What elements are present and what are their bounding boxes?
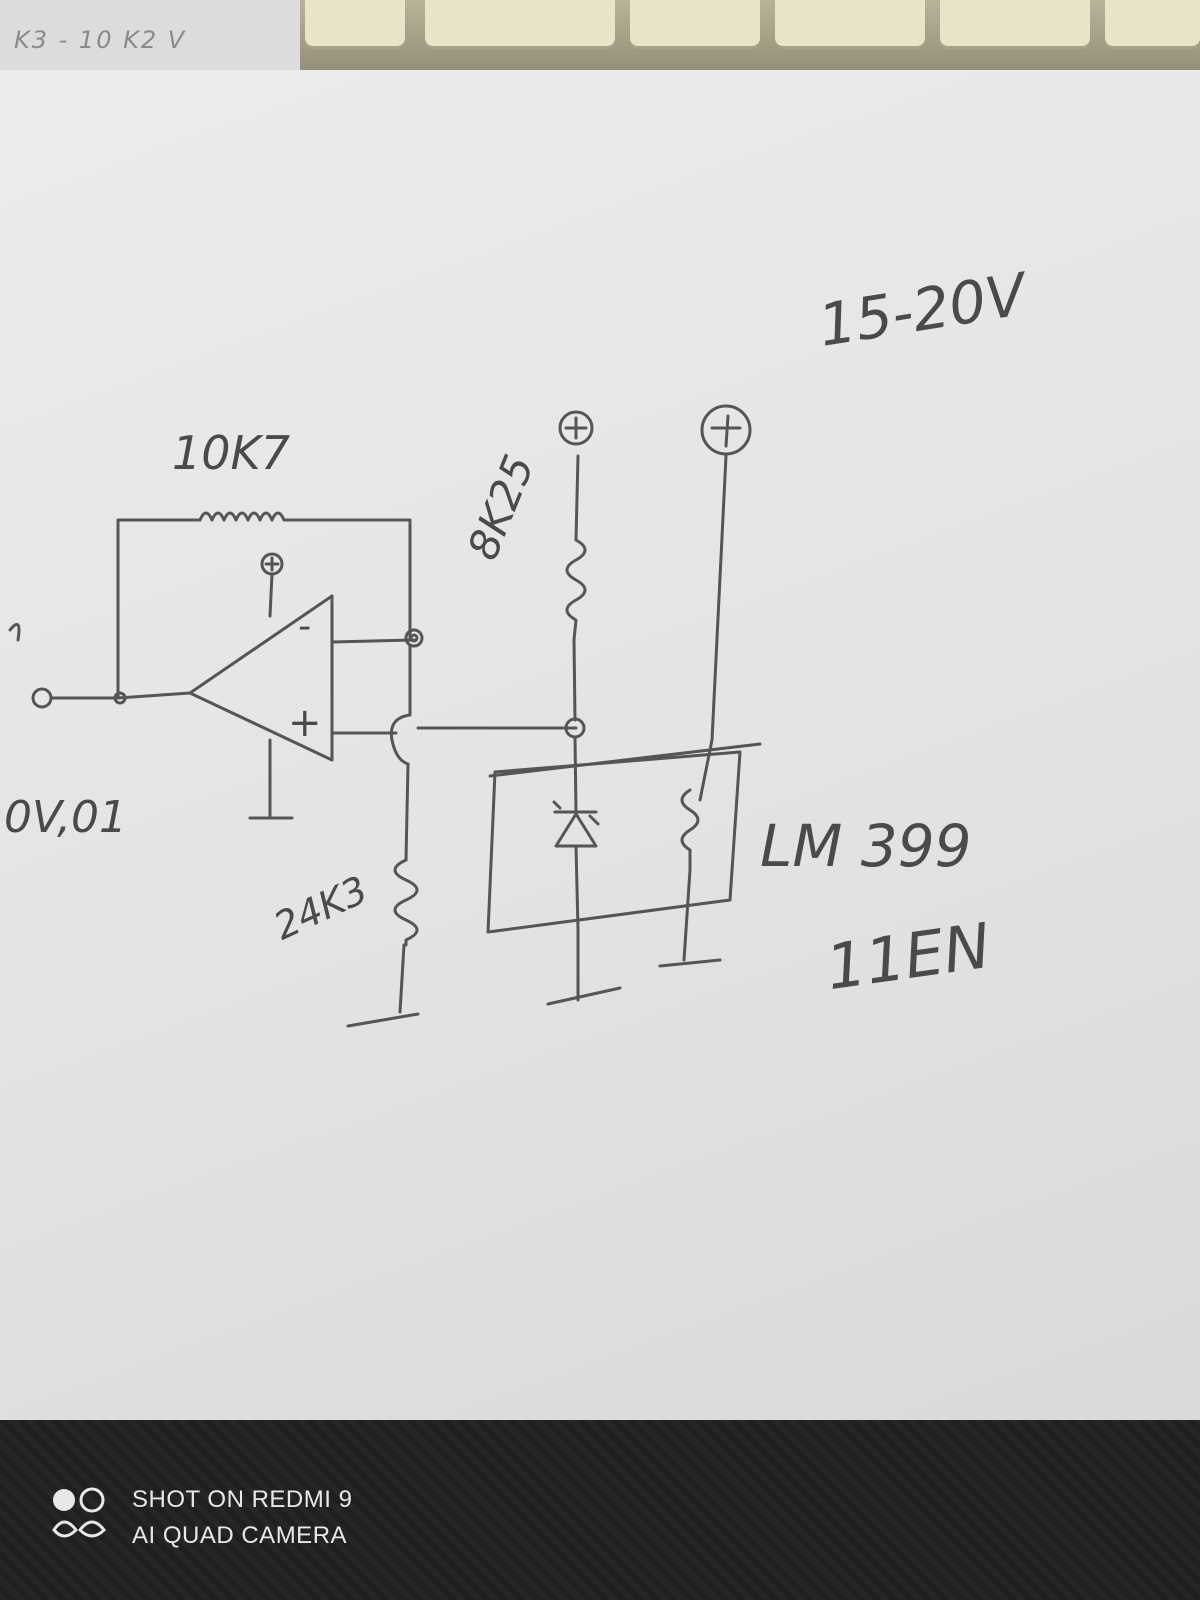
ground-resistor <box>393 858 419 947</box>
pullup-wire-top <box>574 454 580 542</box>
supply-terminal-2 <box>700 404 752 456</box>
heater-wire-bottom <box>682 868 692 962</box>
pullup-resistor <box>565 538 587 642</box>
ground-symbol-left <box>346 1012 420 1028</box>
background-paper-note: K3 - 10 K2 V <box>0 0 300 74</box>
keyboard-key <box>630 0 760 46</box>
opamp-body <box>188 594 334 762</box>
camera-logo-icon <box>52 1487 106 1538</box>
inverting-input-wire <box>330 638 416 644</box>
lm399-box <box>486 742 762 934</box>
input-terminal <box>8 622 53 709</box>
zener-diode <box>552 800 600 848</box>
watermark-line2: AI QUAD CAMERA <box>132 1522 348 1549</box>
output-wire <box>330 726 578 735</box>
crossover-hop <box>389 713 412 766</box>
keyboard-key <box>305 0 405 46</box>
ic-name-label: LM 399 <box>760 812 972 880</box>
pullup-wire-bottom <box>572 638 577 722</box>
keyboard-key <box>940 0 1090 46</box>
ground-symbol-middle <box>546 986 622 1006</box>
keyboard-key <box>775 0 925 46</box>
opamp-plus-sign: + <box>288 700 322 746</box>
zener-wire-top <box>573 736 578 814</box>
feedback-resistor-label: 10K7 <box>172 426 290 480</box>
background-note-text: K3 - 10 K2 V <box>14 26 187 54</box>
watermark-line1: SHOT ON REDMI 9 <box>132 1486 353 1513</box>
feedback-node <box>404 628 424 648</box>
ground-resistor-wire <box>398 943 406 1014</box>
input-node <box>113 691 127 705</box>
keyboard-background: K3 - 10 K2 V <box>0 0 1200 80</box>
input-voltage-label: 0V,01 <box>4 792 128 843</box>
opamp-supply-terminal <box>260 552 284 618</box>
supply-terminal-1 <box>558 410 594 446</box>
zener-wire-bottom <box>574 844 580 1002</box>
ground-symbol-right <box>658 958 722 968</box>
keyboard-key <box>425 0 615 46</box>
feedback-resistor <box>198 511 412 642</box>
paper-sheet <box>0 70 1200 1450</box>
divider-wire-lower <box>404 762 410 862</box>
supply-wire-2 <box>698 454 728 802</box>
heater-resistor <box>680 788 700 872</box>
desk-surface <box>0 1420 1200 1600</box>
feedback-wire <box>116 518 202 700</box>
keyboard-key <box>1105 0 1200 46</box>
opamp-minus-sign: - <box>298 606 311 647</box>
